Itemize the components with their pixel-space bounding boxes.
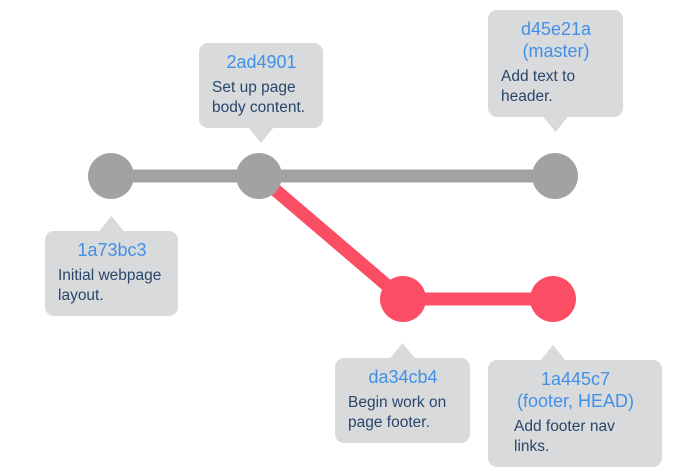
commit-node-da34cb4 bbox=[380, 276, 426, 322]
commit-node-1a445c7 bbox=[530, 276, 576, 322]
commit-id: d45e21a bbox=[520, 19, 592, 39]
commit-message: Set up page body content. bbox=[212, 79, 306, 116]
callout-1a73bc3: 1a73bc3 Initial webpage layout. bbox=[45, 216, 178, 316]
commit-node-1a73bc3 bbox=[88, 153, 134, 199]
commit-ref: (footer, HEAD) bbox=[516, 391, 635, 411]
commit-message: Initial webpage layout. bbox=[58, 267, 162, 304]
commit-node-d45e21a bbox=[532, 153, 578, 199]
commit-message: Add text to header. bbox=[501, 68, 576, 105]
callout-d45e21a: d45e21a (master) Add text to header. bbox=[488, 10, 623, 132]
commit-node-2ad4901 bbox=[236, 153, 282, 199]
footer-branch-diagonal-line bbox=[254, 171, 408, 304]
commit-id: da34cb4 bbox=[368, 367, 438, 387]
commit-id: 1a73bc3 bbox=[77, 240, 147, 260]
callout-2ad4901: 2ad4901 Set up page body content. bbox=[199, 43, 323, 143]
commit-id: 2ad4901 bbox=[226, 52, 297, 72]
commit-message: Begin work on page footer. bbox=[348, 394, 447, 431]
callout-da34cb4: da34cb4 Begin work on page footer. bbox=[335, 343, 470, 443]
commit-message: Add footer nav links. bbox=[514, 418, 615, 455]
callout-1a445c7: 1a445c7 (footer, HEAD) Add footer nav li… bbox=[488, 345, 662, 467]
commit-id: 1a445c7 bbox=[540, 369, 611, 389]
commit-ref: (master) bbox=[522, 41, 590, 61]
